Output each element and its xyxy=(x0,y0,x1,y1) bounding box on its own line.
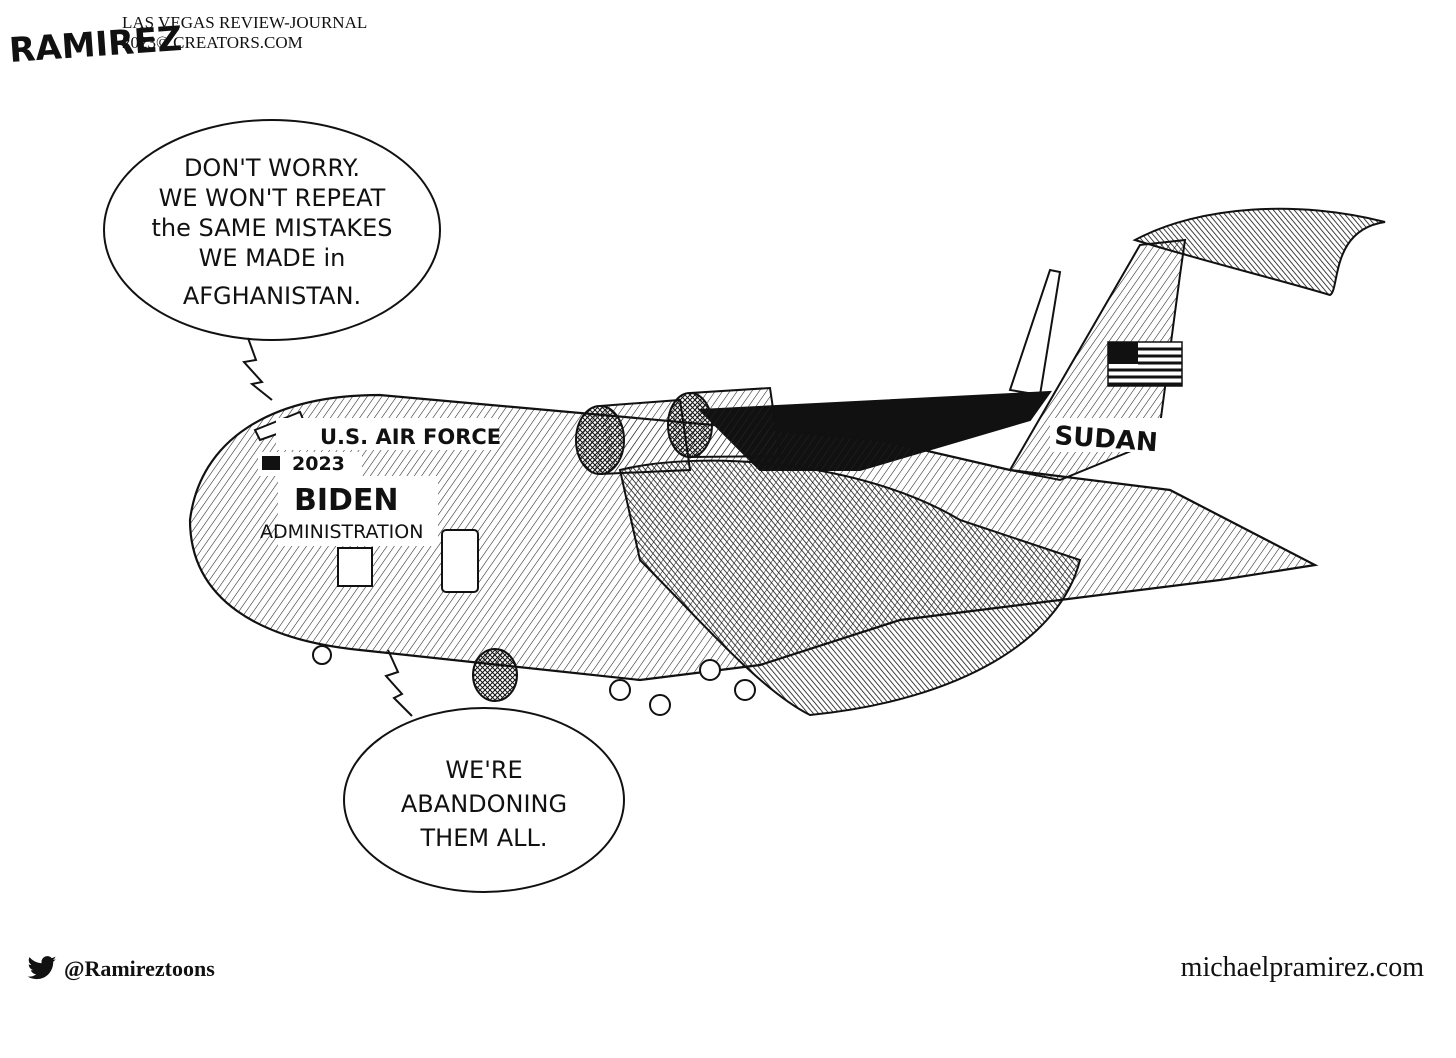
speech-top-line-2: WE WON'T REPEAT xyxy=(159,184,386,212)
plane-label-name: BIDEN xyxy=(294,483,399,518)
speech-balloon-bottom: WE'RE ABANDONING THEM ALL. xyxy=(343,649,625,893)
plane-label-year: 2023 xyxy=(292,453,345,475)
speech-top-line-3: the SAME MISTAKES xyxy=(152,214,393,242)
c17-airplane: U.S. AIR FORCE 2023 BIDEN ADMINISTRATION… xyxy=(188,207,1386,717)
plane-label-administration: ADMINISTRATION xyxy=(260,521,423,543)
social-handle[interactable]: @Ramireztoons xyxy=(26,956,215,982)
speech-top-line-1: DON'T WORRY. xyxy=(184,154,360,182)
website-link[interactable]: michaelpramirez.com xyxy=(1180,952,1424,983)
plane-label-air-force: U.S. AIR FORCE xyxy=(320,425,501,449)
twitter-handle[interactable]: @Ramireztoons xyxy=(64,956,215,981)
publication-name: LAS VEGAS REVIEW-JOURNAL xyxy=(122,13,367,32)
speech-top-line-5: AFGHANISTAN. xyxy=(183,282,361,310)
twitter-bird-icon xyxy=(27,956,57,980)
speech-bottom-line-1: WE'RE xyxy=(445,756,522,784)
plane-window-square xyxy=(262,456,280,470)
tail-label-sudan: SUDAN xyxy=(1054,421,1159,458)
speech-bottom-line-3: THEM ALL. xyxy=(420,824,548,852)
speech-bottom-line-2: ABANDONING xyxy=(401,790,567,818)
jet-engine-2 xyxy=(667,386,782,458)
artist-credit: RAMIREZ LAS VEGAS REVIEW-JOURNAL 2023© C… xyxy=(8,13,367,71)
us-flag-icon xyxy=(1107,341,1183,387)
landing-gear xyxy=(312,645,756,716)
speech-top-line-4: WE MADE in xyxy=(199,244,346,272)
speech-balloon-top: DON'T WORRY. WE WON'T REPEAT the SAME MI… xyxy=(103,119,441,401)
copyright-line: 2023© CREATORS.COM xyxy=(122,33,303,52)
jet-engine-3 xyxy=(472,648,518,702)
